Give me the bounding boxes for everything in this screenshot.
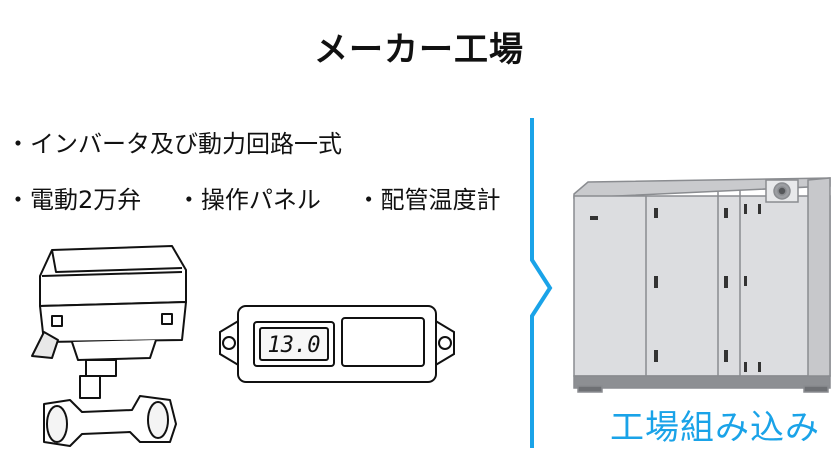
display-reading: 13.0 <box>268 333 321 358</box>
item-pipe-thermometer: ・配管温度計 <box>356 186 501 214</box>
air-handling-unit-icon <box>573 177 831 393</box>
item-control-panel: ・操作パネル <box>176 186 321 214</box>
divider-arrow <box>530 118 553 448</box>
electric-valve-icon <box>31 245 187 447</box>
item-two-way-valve: ・電動2万弁 <box>6 186 142 214</box>
component-list-line-1: ・インバータ及び動力回路一式 <box>6 130 342 158</box>
page-title: メーカー工場 <box>314 30 524 70</box>
control-panel-display: 13.0 <box>219 305 455 383</box>
factory-integration-caption: 工場組み込み <box>610 408 820 448</box>
component-list-line-2: ・電動2万弁 ・操作パネル ・配管温度計 <box>6 180 529 215</box>
